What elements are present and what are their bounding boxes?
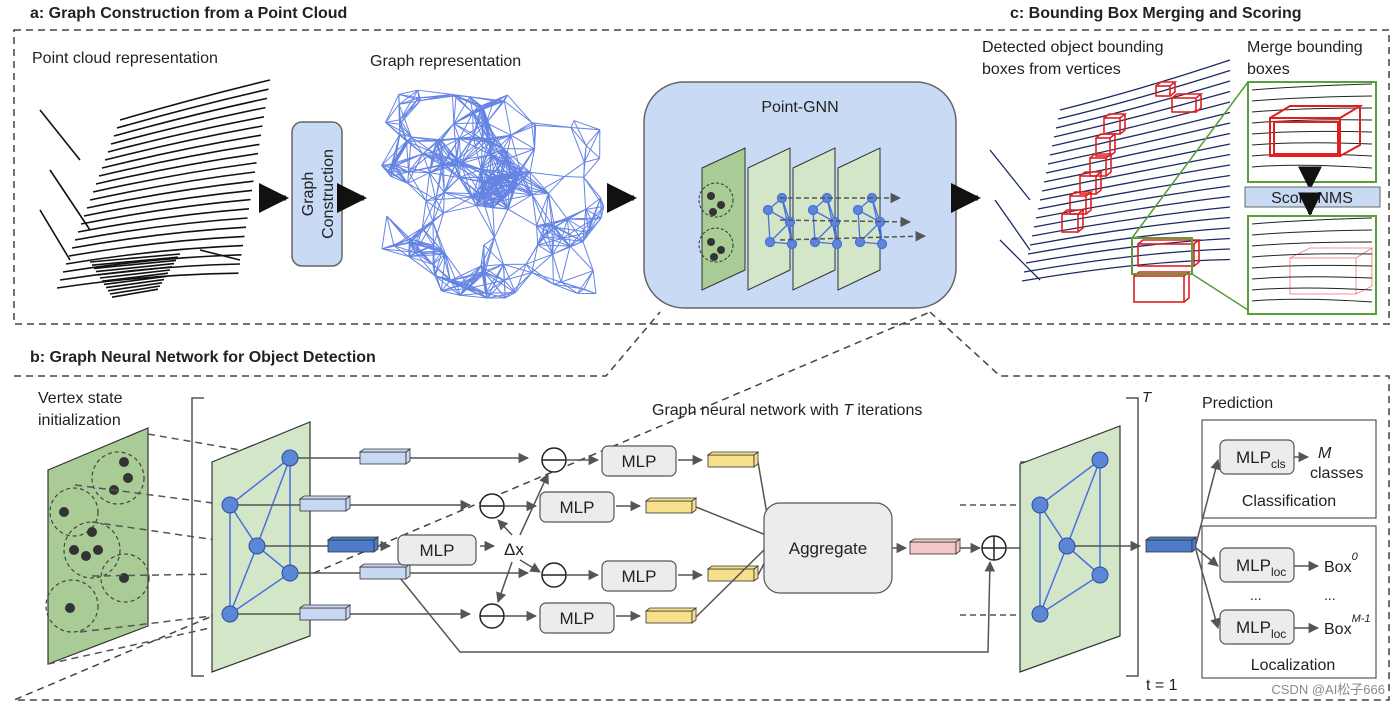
bottom-panel-border bbox=[13, 311, 1390, 701]
localization-label: Localization bbox=[1251, 657, 1336, 674]
svg-text:MLPcls: MLPcls bbox=[1236, 448, 1286, 471]
merged-box-image-after bbox=[1247, 215, 1377, 315]
vertex-state-line2: initialization bbox=[38, 412, 121, 429]
input-graph-plane bbox=[211, 421, 311, 673]
point-cloud-image bbox=[30, 79, 282, 306]
delta-x-label: Δx bbox=[504, 540, 524, 559]
classes-var: M bbox=[1318, 445, 1332, 462]
output-graph-plane bbox=[1019, 425, 1121, 673]
point-cloud-label: Point cloud representation bbox=[32, 50, 218, 67]
panel-c-title: c: Bounding Box Merging and Scoring bbox=[1010, 5, 1302, 22]
classes-word: classes bbox=[1310, 465, 1363, 482]
vertex-state-line1: Vertex state bbox=[38, 390, 123, 407]
classification-label: Classification bbox=[1242, 493, 1336, 510]
mlp-loc-box-m: MLPloc bbox=[1219, 609, 1295, 645]
panel-b-title: b: Graph Neural Network for Object Detec… bbox=[30, 349, 376, 366]
watermark: CSDN @AI松子666 bbox=[1271, 682, 1385, 697]
detected-label-line2: boxes from vertices bbox=[982, 61, 1121, 78]
mlp-delta-box: MLP bbox=[397, 534, 477, 566]
prediction-title: Prediction bbox=[1202, 395, 1273, 412]
delta-x-arrows bbox=[496, 473, 549, 603]
svg-text:MLPloc: MLPloc bbox=[1236, 618, 1286, 641]
merge-label-line2: boxes bbox=[1247, 61, 1290, 78]
iteration-superscript: T bbox=[1142, 389, 1153, 406]
graph-construction-box: Graph Construction bbox=[291, 121, 343, 267]
mlp-cls-box: MLPcls bbox=[1219, 439, 1295, 475]
box0-label: Box0 bbox=[1324, 551, 1359, 576]
point-gnn-title: Point-GNN bbox=[761, 99, 838, 116]
feature-vectors bbox=[298, 448, 1198, 624]
boxm-label: BoxM-1 bbox=[1324, 613, 1371, 638]
svg-text:MLP: MLP bbox=[622, 567, 657, 586]
graph-representation-image bbox=[368, 82, 622, 308]
panel-a-title: a: Graph Construction from a Point Cloud bbox=[30, 5, 347, 22]
svg-text:MLP: MLP bbox=[420, 541, 455, 560]
aggregate-input-lines bbox=[695, 461, 769, 618]
merged-box-image-before bbox=[1247, 81, 1377, 183]
vertex-state-plane bbox=[45, 427, 150, 665]
svg-text:Score NMS: Score NMS bbox=[1271, 190, 1353, 207]
point-gnn-box: Point-GNN bbox=[643, 81, 957, 309]
graph-edge-lines bbox=[238, 458, 996, 653]
ellipsis-left: ... bbox=[1250, 587, 1262, 603]
merge-label-line1: Merge bounding bbox=[1247, 39, 1363, 56]
svg-text:MLP: MLP bbox=[560, 498, 595, 517]
svg-text:Construction: Construction bbox=[320, 149, 337, 239]
subtract-ops bbox=[479, 447, 567, 629]
detected-boxes-image bbox=[982, 59, 1249, 311]
ellipsis-right: ... bbox=[1324, 587, 1336, 603]
iteration-bracket-left bbox=[191, 397, 204, 677]
mlp-boxes: MLP MLP MLP MLP bbox=[504, 445, 704, 634]
svg-text:MLP: MLP bbox=[622, 452, 657, 471]
top-panel-border bbox=[13, 29, 1390, 325]
svg-text:Graph: Graph bbox=[300, 172, 317, 216]
svg-text:Aggregate: Aggregate bbox=[789, 539, 867, 558]
graph-representation-label: Graph representation bbox=[370, 53, 521, 70]
svg-text:MLPloc: MLPloc bbox=[1236, 556, 1286, 579]
t-equals-1: t = 1 bbox=[1146, 677, 1178, 694]
prediction-branch-lines bbox=[1195, 458, 1221, 630]
mlp-loc-box-0: MLPloc bbox=[1219, 547, 1295, 583]
score-nms-box: Score NMS bbox=[1244, 186, 1381, 208]
svg-text:MLP: MLP bbox=[560, 609, 595, 628]
detected-label-line1: Detected object bounding bbox=[982, 39, 1163, 56]
gnn-iterations-label: Graph neural network with T iterations bbox=[652, 402, 922, 419]
aggregate-box: Aggregate bbox=[763, 502, 893, 594]
add-op bbox=[981, 535, 1007, 561]
iteration-bracket-right bbox=[1126, 397, 1139, 677]
